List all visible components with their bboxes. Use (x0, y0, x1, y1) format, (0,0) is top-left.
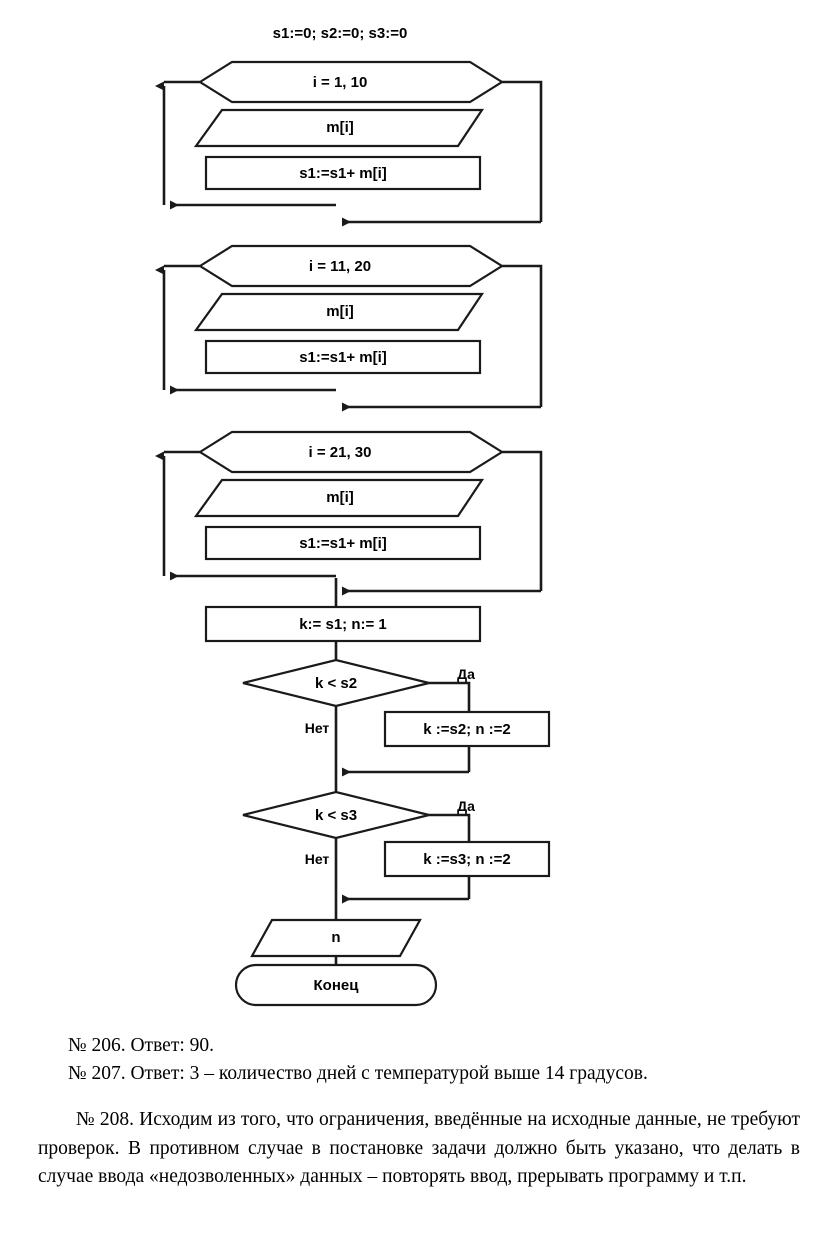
flowchart-title: s1:=0; s2:=0; s3:=0 (273, 25, 408, 42)
decision-block-1: k < s2 Да k :=s2; n :=2 Нет (242, 641, 551, 800)
init-block: k:= s1; n:= 1 (204, 578, 482, 643)
loop-header-label-3: i = 21, 30 (309, 444, 372, 461)
terminator-label: Конец (314, 977, 360, 994)
output-block: n (250, 918, 422, 966)
loop-exit-path-1 (502, 80, 543, 222)
decision1-yes-label: Да (457, 666, 475, 682)
answer-line-207: № 207. Ответ: 3 – количество дней с темп… (68, 1063, 648, 1084)
output-shape (250, 918, 422, 958)
decision2-yes-action-shape (383, 840, 551, 878)
init-box-shape (204, 605, 482, 643)
decision-label-1: k < s2 (315, 675, 357, 692)
process-label-2: s1:=s1+ m[i] (299, 349, 387, 366)
decision2-no-label: Нет (305, 851, 330, 867)
input-shape-3 (193, 478, 485, 518)
loop-block-2: i = 11, 20 m[i] s1:=s1+ m[i] (155, 244, 543, 412)
terminator-shape (234, 963, 438, 1007)
process-shape-3 (204, 525, 482, 561)
answers-list: № 206. Ответ: 90. № 207. Ответ: 3 – коли… (0, 1022, 816, 1088)
input-shape-1 (193, 108, 485, 148)
decision1-yes-action-label: k :=s2; n :=2 (423, 721, 511, 738)
loop-block-3: i = 21, 30 m[i] s1:=s1+ m[i] (155, 430, 543, 596)
decision2-yes-action-label: k :=s3; n :=2 (423, 851, 511, 868)
loop-header-label-2: i = 11, 20 (309, 258, 371, 275)
input-label-3: m[i] (326, 489, 354, 506)
process-label-3: s1:=s1+ m[i] (299, 535, 387, 552)
process-shape-2 (204, 339, 482, 375)
decision1-yes-action-shape (383, 710, 551, 748)
decision-block-2: k < s3 Да k :=s3; n :=2 Нет (242, 790, 551, 920)
decision1-no-label: Нет (305, 720, 330, 736)
init-box-label: k:= s1; n:= 1 (299, 616, 387, 633)
flowchart-canvas: s1:=0; s2:=0; s3:=0 i = 1, 10 m[i] s1:=s… (155, 25, 551, 1007)
loop-exit-path-2 (502, 264, 543, 407)
loop-block-1: i = 1, 10 m[i] s1:=s1+ m[i] (155, 60, 543, 227)
loop-header-label-1: i = 1, 10 (313, 74, 368, 91)
paragraph-208: № 208. Исходим из того, что ограничения,… (38, 1109, 800, 1187)
flowchart-diagram: s1:=0; s2:=0; s3:=0 i = 1, 10 m[i] s1:=s… (155, 25, 551, 1007)
input-label-1: m[i] (326, 119, 354, 136)
decision-label-2: k < s3 (315, 807, 357, 824)
terminator-block: Конец (234, 963, 438, 1007)
input-label-2: m[i] (326, 303, 354, 320)
process-label-1: s1:=s1+ m[i] (299, 165, 387, 182)
answer-text-section: № 206. Ответ: 90. № 207. Ответ: 3 – коли… (0, 1022, 816, 1246)
answer-line-206: № 206. Ответ: 90. (68, 1035, 215, 1056)
output-label: n (331, 929, 340, 946)
decision2-yes-label: Да (457, 798, 475, 814)
process-shape-1 (204, 155, 482, 191)
input-shape-2 (193, 292, 485, 332)
loop-exit-path-3 (502, 450, 543, 591)
